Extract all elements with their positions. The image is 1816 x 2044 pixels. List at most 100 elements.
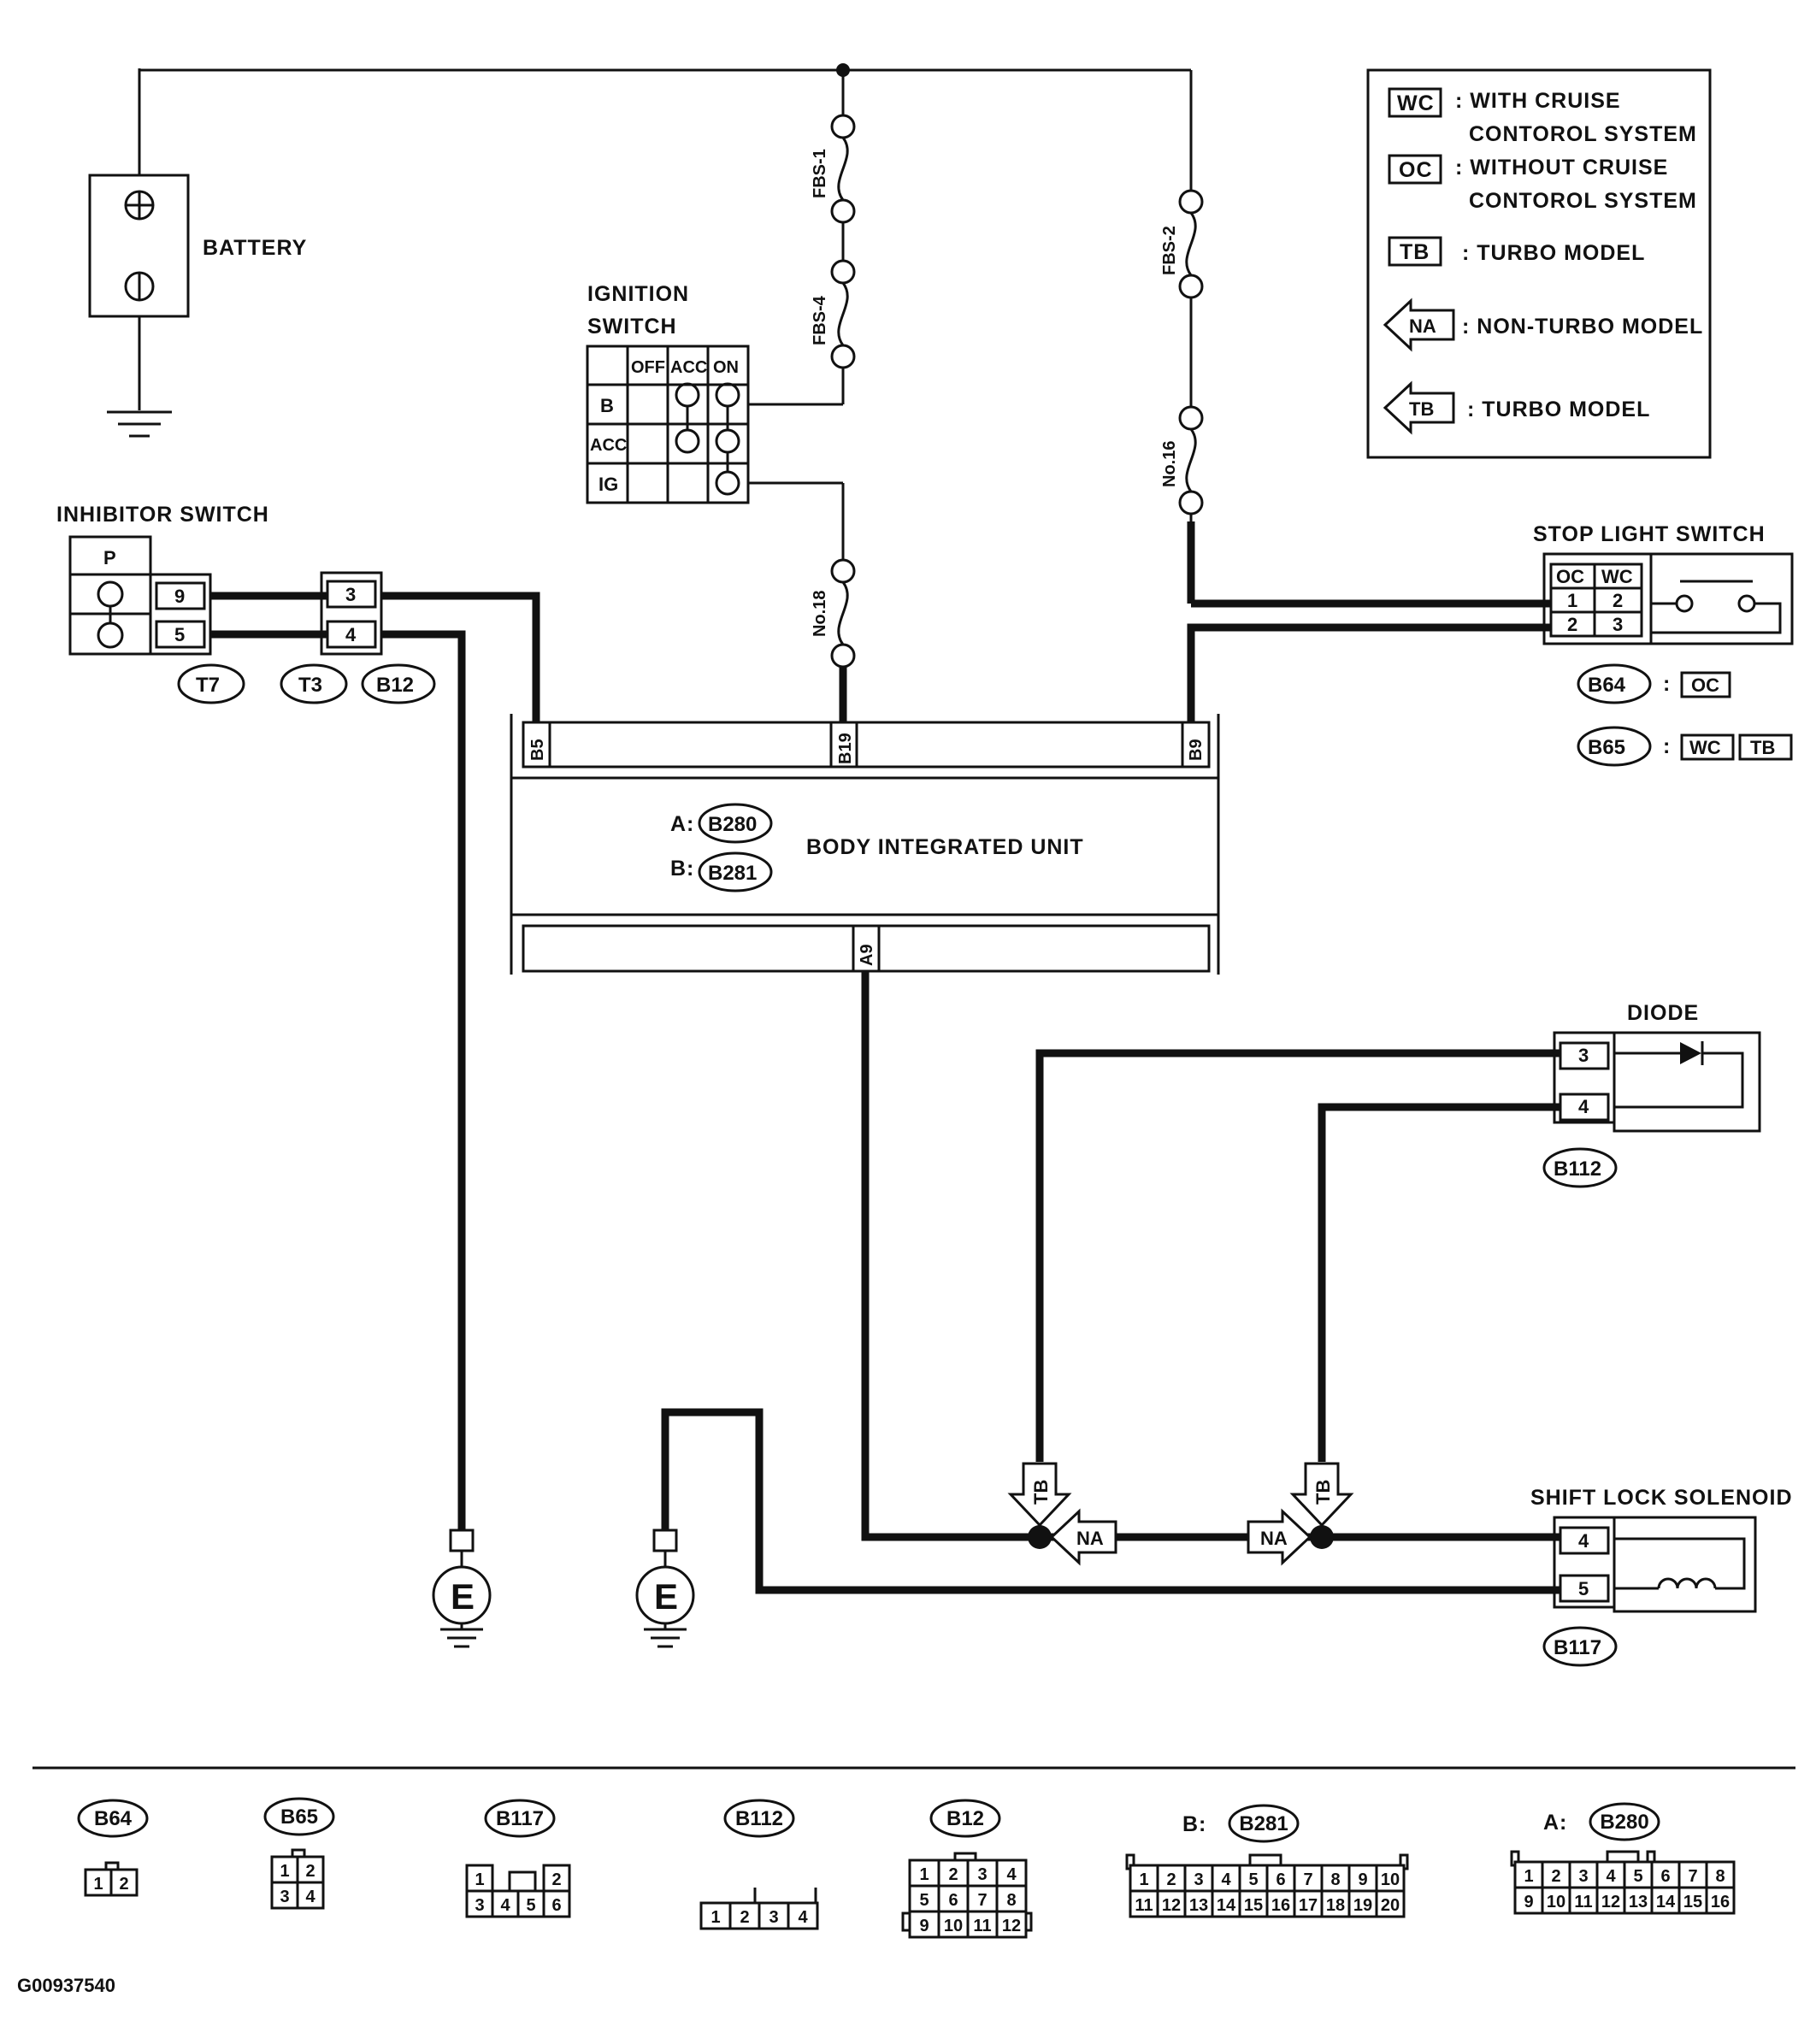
connector-view-b12-pin: 7 [977, 1891, 987, 1910]
connector-view-b281-prefix: B: [1182, 1812, 1206, 1836]
connector-view-b280-pin-cell [1541, 1860, 1571, 1889]
connector-view-b281-pin: 14 [1217, 1896, 1236, 1915]
connector-view-b281-pin: 5 [1248, 1870, 1258, 1889]
connector-view-b281-pin-cell [1211, 1889, 1241, 1918]
connector-view-b12-pin: 9 [919, 1917, 929, 1935]
bcm-a-conn-badge [698, 803, 773, 844]
connector-view-b12-pin-cell [908, 1910, 940, 1939]
bcm-a-prefix: A: [670, 812, 694, 836]
connector-view-b12-pin-cell [995, 1910, 1028, 1939]
conn-b64-code: OC [1691, 674, 1719, 696]
connector-view-b64-pin: 1 [93, 1875, 103, 1894]
connector-view-b117-pin-cell [542, 1889, 571, 1918]
connector-view-b117-name: B117 [496, 1807, 544, 1830]
connector-view-b280-pin: 5 [1633, 1867, 1642, 1886]
diode-icon [1680, 1042, 1701, 1064]
connector-view-b65-pin: 2 [305, 1862, 315, 1881]
connector-t3 [320, 571, 383, 656]
connector-view-b281-pin: 11 [1135, 1896, 1153, 1915]
connector-view-b117-pin-cell [491, 1889, 520, 1918]
connector-view-b65-name: B65 [280, 1805, 318, 1829]
connector-view-b117-pin: 3 [475, 1896, 484, 1915]
connector-view-b112-pin: 1 [710, 1908, 720, 1927]
connector-view-b281-pin: 20 [1381, 1896, 1400, 1915]
ground-left-label: E [451, 1576, 475, 1617]
connector-b12-label: B12 [376, 674, 414, 697]
connector-view-b281-pin: 4 [1221, 1870, 1231, 1889]
stop-light-switch-label: STOP LIGHT SWITCH [1533, 522, 1766, 546]
connector-view-b281-pin-cell [1265, 1889, 1296, 1918]
legend-tb-arrow [1383, 380, 1455, 435]
junction-dot-right [1310, 1525, 1334, 1549]
battery [88, 68, 190, 410]
connector-view-b281-pin: 19 [1353, 1896, 1372, 1915]
sls-r1-oc: 1 [1567, 590, 1577, 611]
conn-b64-badge [1577, 663, 1652, 704]
diode [1553, 1031, 1761, 1133]
connector-view-b64-pin-cell [109, 1868, 139, 1897]
na-arrow-left-text: NA [1076, 1528, 1104, 1549]
connector-view-b281-pin: 2 [1166, 1870, 1176, 1889]
tb-arrow-left [1007, 1462, 1072, 1528]
legend-tb-arrow-label: : TURBO MODEL [1467, 398, 1650, 421]
t3-pin-3: 3 [345, 584, 356, 605]
bcm-b-conn-badge [698, 851, 773, 892]
connector-view-b117-pin-cell [542, 1864, 571, 1893]
connector-view-b281-pin: 10 [1381, 1870, 1400, 1889]
connector-t3-label: T3 [298, 674, 322, 697]
connector-view-b65-pin-cell [296, 1881, 325, 1910]
connector-view-b280-badge [1589, 1802, 1660, 1841]
junction-dot-left [1028, 1525, 1052, 1549]
shift-lock-solenoid [1553, 1516, 1757, 1613]
ignition-switch-table [586, 345, 750, 504]
connector-view-b117-pin: 4 [500, 1896, 510, 1915]
conn-b117-label: B117 [1554, 1636, 1601, 1659]
fuse-fbs1-label: FBS-1 [811, 149, 829, 198]
connector-view-b65-pin: 1 [280, 1862, 289, 1881]
connector-view-b117-pin: 1 [475, 1870, 484, 1889]
connector-view-b12-pin: 2 [948, 1865, 958, 1884]
ignition-col-on: ON [713, 358, 739, 377]
bcm-pin-b9: B9 [1187, 739, 1206, 761]
legend-oc-text-1: : WITHOUT CRUISE [1455, 156, 1668, 180]
na-arrow-right [1247, 1508, 1312, 1566]
connector-view-b280-pin-cell [1623, 1860, 1654, 1889]
connector-view-b65-pin: 3 [280, 1888, 289, 1906]
connector-view-b280-pin: 7 [1688, 1867, 1697, 1886]
connector-view-b280-pin: 1 [1524, 1867, 1533, 1886]
legend-na-arrow [1383, 297, 1455, 352]
connector-view-b12-pin-cell [908, 1858, 940, 1888]
inhibitor-switch [68, 535, 212, 656]
conn-b65-code-2: TB [1750, 737, 1775, 758]
inhibitor-pin-9: 9 [174, 586, 185, 607]
connector-view-b280-pin-cell [1541, 1886, 1571, 1915]
connector-view-b12-pin: 8 [1006, 1891, 1016, 1910]
connector-view-b12-pin: 10 [944, 1917, 963, 1935]
diode-label: DIODE [1627, 1001, 1699, 1025]
inhibitor-pin-5: 5 [174, 624, 185, 645]
connector-view-b12-pin: 6 [948, 1891, 958, 1910]
fuse-fbs4 [748, 259, 856, 406]
wire-t3-to-ground [381, 630, 466, 1530]
connector-view-b117-pin: 6 [551, 1896, 561, 1915]
ignition-row-b: B [600, 395, 614, 416]
wire-diode3-to-tb-left [1035, 1049, 1560, 1462]
diagram-id: G00937540 [17, 1975, 115, 1996]
connector-t7-badge [177, 663, 245, 704]
wire-solenoid-5-to-ground [661, 1408, 1560, 1594]
sls-r1-wc: 2 [1613, 590, 1623, 611]
connector-view-b12-pin: 5 [919, 1891, 929, 1910]
fuse-no18 [748, 481, 856, 722]
bcm-b-prefix: B: [670, 857, 694, 881]
shift-lock-solenoid-label: SHIFT LOCK SOLENOID [1530, 1486, 1793, 1510]
sol-pin-5: 5 [1578, 1578, 1589, 1599]
sol-pin-4: 4 [1578, 1530, 1589, 1552]
wire-a9-down [861, 971, 1040, 1541]
conn-b65-label: B65 [1588, 736, 1625, 759]
connector-view-b12-badge [929, 1799, 1001, 1838]
fuse-no16-label: No.16 [1160, 441, 1179, 487]
